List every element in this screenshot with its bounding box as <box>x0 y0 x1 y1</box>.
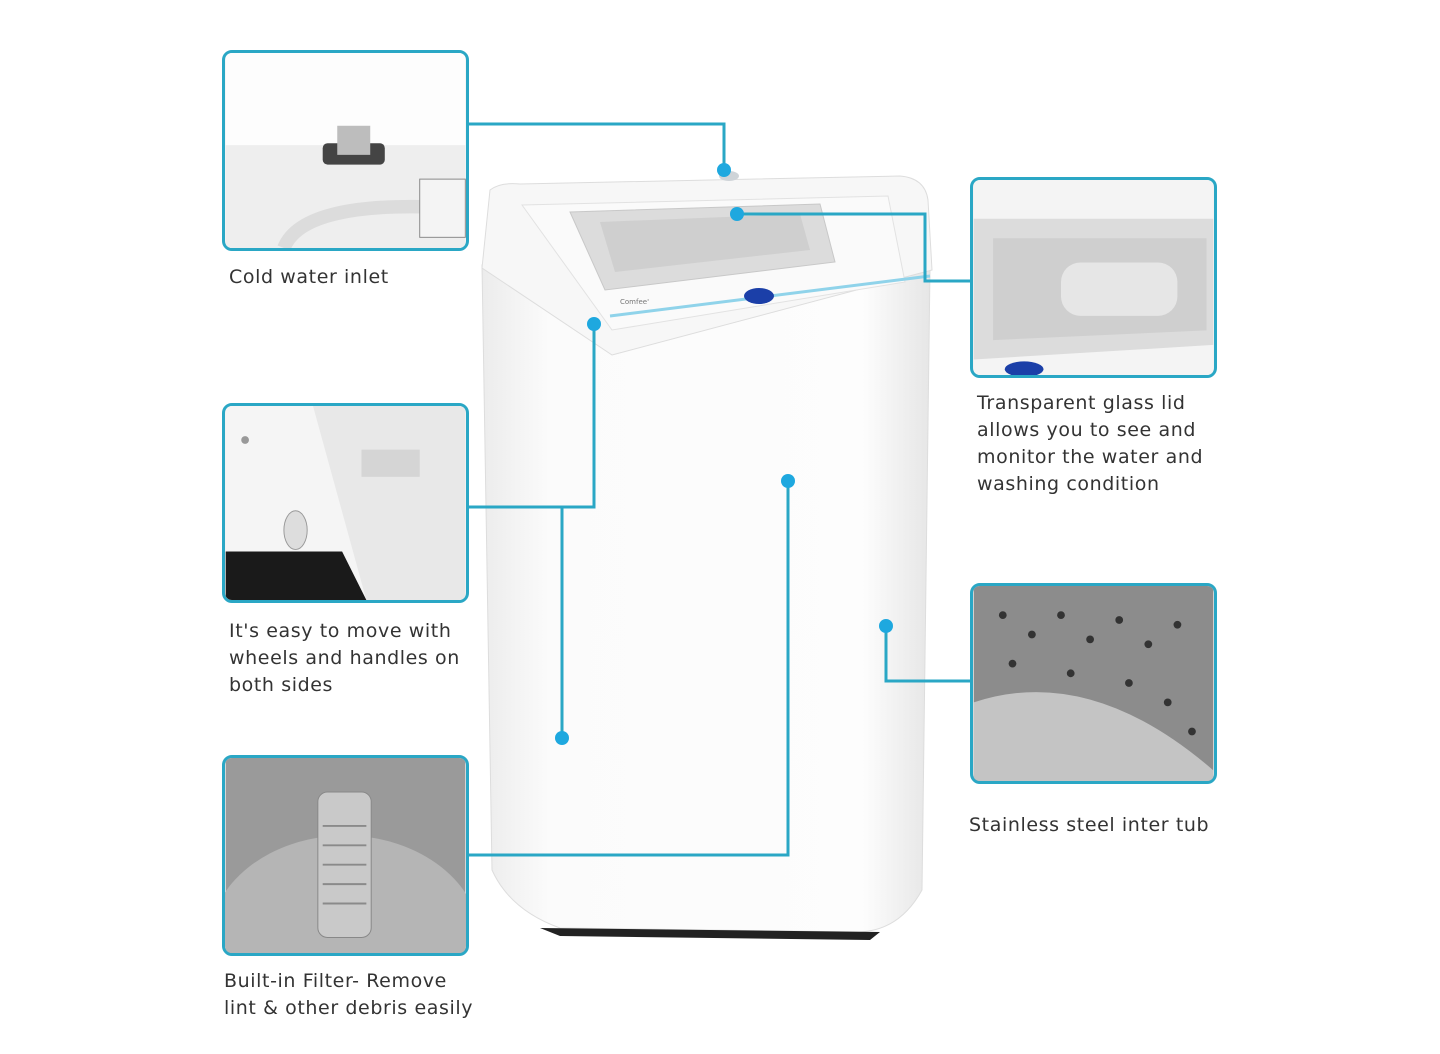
caption-line: washing condition <box>977 473 1160 495</box>
inlet-photo <box>225 53 466 248</box>
caption-line: lint & other debris easily <box>224 997 474 1019</box>
panel-built-in-filter <box>222 755 469 956</box>
connector-lines <box>468 122 970 857</box>
panel-glass-lid <box>970 177 1217 378</box>
washing-machine-illustration: Comfee' <box>481 171 933 940</box>
caption-line: Transparent glass lid <box>977 392 1186 414</box>
wheels-photo <box>225 406 466 600</box>
caption-line: wheels and handles on <box>229 647 460 669</box>
panel-stainless-tub <box>970 583 1217 784</box>
brand-logo: Comfee' <box>620 298 649 306</box>
tub-photo <box>973 586 1214 781</box>
panel-wheels-handles <box>222 403 469 603</box>
caption-line: allows you to see and <box>977 419 1197 441</box>
filter-photo <box>225 758 466 953</box>
panel-cold-water-inlet <box>222 50 469 251</box>
caption-cold-water-inlet: Cold water inlet <box>229 266 389 288</box>
caption-glass-lid: Transparent glass lid allows you to see … <box>977 390 1203 498</box>
caption-line: monitor the water and <box>977 446 1204 468</box>
caption-line: It's easy to move with <box>229 620 452 642</box>
caption-line: both sides <box>229 674 334 696</box>
lid-photo <box>973 180 1214 375</box>
hotspot-dots <box>555 163 893 745</box>
caption-built-in-filter: Built-in Filter- Remove lint & other deb… <box>224 968 473 1022</box>
caption-wheels-handles: It's easy to move with wheels and handle… <box>229 618 460 699</box>
caption-stainless-tub: Stainless steel inter tub <box>969 814 1210 836</box>
caption-line: Built-in Filter- Remove <box>224 970 447 992</box>
